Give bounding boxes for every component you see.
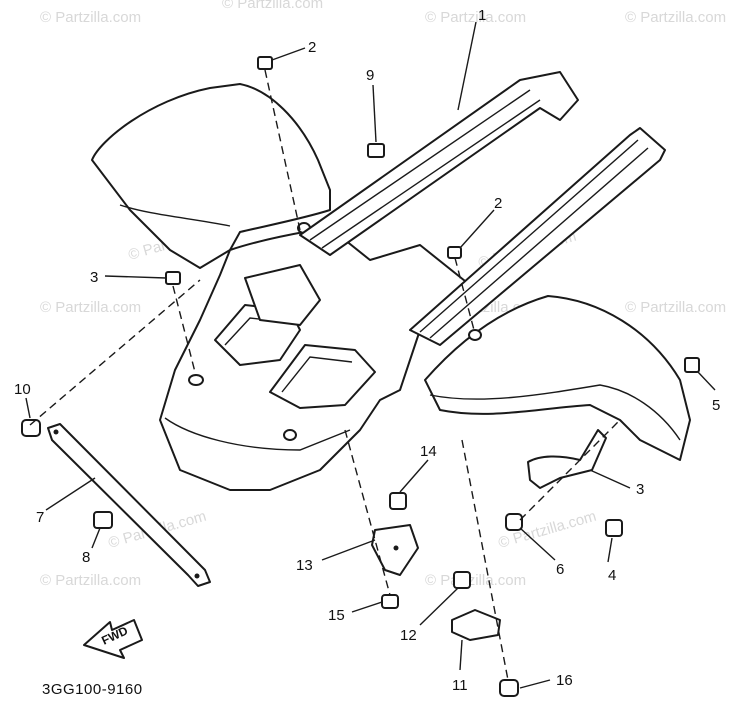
watermark: © Partzilla.com (40, 572, 141, 589)
watermark: © Partzilla.com (222, 0, 323, 12)
leader-line (519, 527, 556, 561)
nut-15 (381, 594, 399, 609)
bracket-11 (451, 609, 501, 641)
bracket-hole (393, 545, 399, 551)
leader-line (589, 469, 631, 489)
callout-13: 13 (296, 557, 313, 574)
mount-hole (283, 429, 297, 441)
callout-5: 5 (712, 397, 720, 414)
assembly-line (344, 429, 391, 596)
bolt-2-top (257, 56, 273, 70)
clip-3 (527, 429, 607, 489)
side-rail-right (409, 127, 666, 346)
callout-15: 15 (328, 607, 345, 624)
bolt-3-left (165, 271, 181, 285)
callout-12: 12 (400, 627, 417, 644)
left-fender-wing (91, 83, 331, 269)
right-wing-edge (429, 384, 681, 441)
callout-4: 4 (608, 567, 616, 584)
leader-line (519, 679, 551, 689)
nut-6 (505, 513, 523, 531)
diagram-code: 3GG100-9160 (42, 681, 143, 698)
stay-hole (53, 429, 59, 435)
leader-line (321, 539, 376, 561)
callout-3: 3 (636, 481, 644, 498)
leader-line (91, 527, 101, 549)
rail-left-line (309, 89, 531, 241)
callout-7: 7 (36, 509, 44, 526)
assembly-line (461, 439, 509, 681)
callout-11: 11 (452, 677, 468, 694)
leader-line (419, 587, 459, 626)
bolt-14 (389, 492, 407, 510)
fender-stay (47, 423, 211, 587)
side-rail-left (299, 71, 579, 256)
deck-edge (164, 417, 351, 451)
leader-line (25, 397, 31, 419)
mount-hole (468, 329, 482, 341)
watermark: © Partzilla.com (425, 9, 526, 26)
storage-well-rear (244, 264, 321, 326)
mount-hole (188, 374, 204, 386)
assembly-lines (29, 69, 621, 681)
leader-line (457, 21, 477, 111)
assembly-line (519, 419, 621, 521)
watermark: © Partzilla.com (40, 9, 141, 26)
leader-line (399, 459, 429, 493)
watermark: © Partzilla.com (425, 572, 526, 589)
leader-line (271, 47, 306, 61)
watermark: © Partzilla.com (40, 299, 141, 316)
assembly-line (172, 285, 197, 377)
leader-line (372, 84, 377, 143)
leader-line (351, 601, 383, 613)
bolt-2-right (447, 246, 462, 259)
screw-4 (605, 519, 623, 537)
callout-2: 2 (494, 195, 502, 212)
leader-line (459, 209, 495, 249)
leader-lines (25, 21, 716, 689)
callout-16: 16 (556, 672, 573, 689)
nut-10 (21, 419, 41, 437)
leader-line (459, 639, 463, 671)
fasteners (21, 56, 700, 697)
callout-9: 9 (366, 67, 374, 84)
watermark: © Partzilla.com (625, 9, 726, 26)
rail-left-body (299, 71, 579, 256)
assembly-line (29, 279, 201, 426)
callout-numbers: 1 2 9 2 3 5 10 7 8 14 13 15 12 11 3 4 6 … (14, 7, 720, 694)
nut-16 (499, 679, 519, 697)
rear-fender (91, 83, 691, 491)
leader-line (45, 477, 96, 511)
callout-1: 1 (478, 7, 486, 24)
callout-14: 14 (420, 443, 437, 460)
stay-hole (194, 573, 200, 579)
screw-5 (684, 357, 700, 373)
fwd-arrow-shape (83, 619, 143, 659)
rail-right-line (419, 139, 639, 333)
callout-6: 6 (556, 561, 564, 578)
assembly-line (264, 69, 301, 231)
bushing-8 (93, 511, 113, 529)
well-inner-right (281, 356, 353, 393)
left-wing-edge (119, 204, 231, 227)
rail-right-line (429, 147, 649, 339)
leader-line (104, 275, 167, 279)
rail-right-body (409, 127, 666, 346)
right-fender-wing (424, 295, 691, 461)
callout-3: 3 (90, 269, 98, 286)
watermark: © Partzilla.com (625, 299, 726, 316)
screw-9 (367, 143, 385, 158)
leader-line (697, 371, 716, 391)
storage-well-right (269, 344, 376, 409)
rail-left-line (321, 99, 541, 249)
leader-line (607, 537, 613, 563)
callout-2: 2 (308, 39, 316, 56)
callout-10: 10 (14, 381, 31, 398)
fwd-arrow: FWD (83, 619, 143, 659)
bolt-12 (453, 571, 471, 589)
stay-bar (47, 423, 211, 587)
callout-8: 8 (82, 549, 90, 566)
